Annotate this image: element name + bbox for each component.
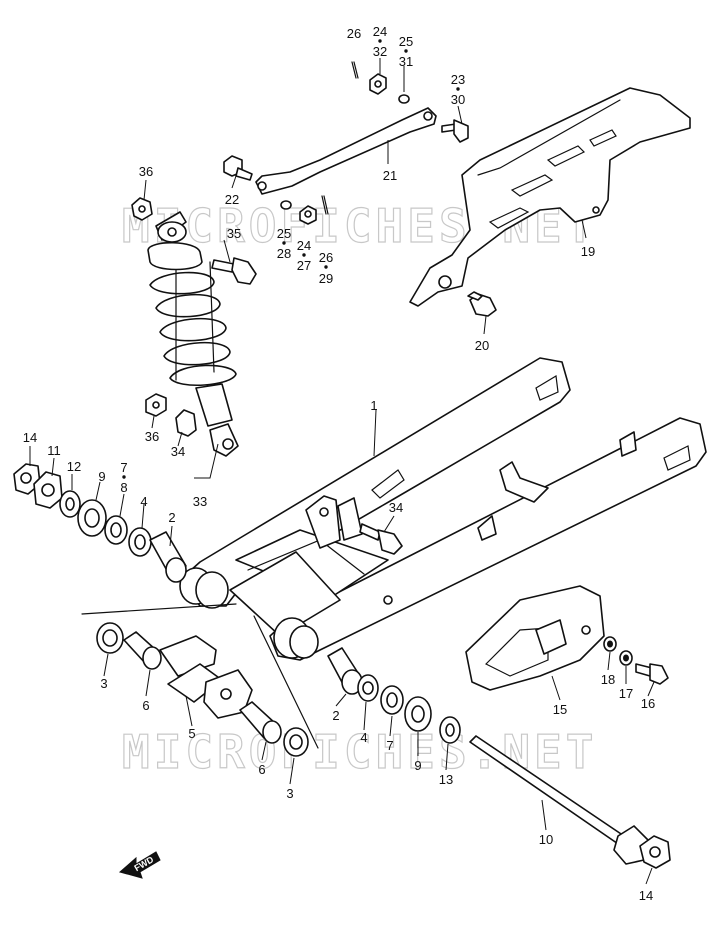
callout-2: 2 [168,510,175,525]
callout-4: 4 [360,730,367,745]
callout-36: 36 [145,429,159,444]
chain-adjuster-part-15[interactable] [465,585,605,691]
chain-case-part-19[interactable] [409,87,691,307]
callout-3: 3 [286,786,293,801]
nut-part-24-mid[interactable] [299,205,317,225]
callout-6: 6 [142,698,149,713]
bolt-part-20[interactable] [467,291,497,317]
callout-25: 25 [399,34,413,49]
bushing-part-2-left[interactable] [149,531,187,583]
leader-lines [29,58,655,885]
callout-17: 17 [619,686,633,701]
callout-21: 21 [383,168,397,183]
washer-part-25-mid[interactable] [280,200,292,210]
callout-16: 16 [641,696,655,711]
nut-part-36-top[interactable] [131,197,153,221]
callout-13: 13 [439,772,453,787]
callout-15: 15 [553,702,567,717]
callout-7: 7 [120,460,127,475]
callout-3: 3 [100,676,107,691]
callout-27: 27 [297,258,311,273]
bolt-part-34[interactable] [359,523,403,555]
callout-30: 30 [451,92,465,107]
nut-part-36-lower[interactable] [145,393,167,417]
callout-10: 10 [539,832,553,847]
callout-separator-dots [122,39,460,479]
callout-5: 5 [188,726,195,741]
bushing-part-18[interactable] [603,636,617,652]
washer-part-17[interactable] [619,650,633,666]
bolt-part-16[interactable] [635,663,669,685]
callout-24: 24 [373,24,387,39]
callout-9: 9 [98,469,105,484]
swingarm-part-1[interactable] [179,357,707,661]
cap-part-14-right[interactable] [639,835,671,869]
collar-part-6-left[interactable] [123,631,162,670]
callout-23: 23 [451,72,465,87]
callout-2: 2 [332,708,339,723]
washer-part-13[interactable] [439,716,461,744]
callout-14: 14 [639,888,653,903]
callout-4: 4 [140,494,147,509]
callout-labels: 26 24 32 25 31 23 30 21 36 22 25 28 24 2… [23,24,655,903]
callout-34: 34 [171,444,185,459]
callout-35: 35 [227,226,241,241]
callout-22: 22 [225,192,239,207]
seal-part-3-right[interactable] [283,727,309,757]
callout-1: 1 [370,398,377,413]
callout-14: 14 [23,430,37,445]
nut-part-24-top[interactable] [369,73,387,95]
callout-19: 19 [581,244,595,259]
bolt-part-35[interactable] [211,257,257,285]
callout-7: 7 [386,738,393,753]
cotter-pin-part-26-top[interactable] [351,61,359,79]
callout-28: 28 [277,246,291,261]
washer-part-25-top[interactable] [398,94,410,104]
callout-8: 8 [120,480,127,495]
washer-part-12[interactable] [59,490,81,518]
bushing-part-2-right[interactable] [327,647,363,695]
rear-shock-absorber[interactable] [147,211,239,457]
torque-link-part-21[interactable] [255,107,437,195]
callout-32: 32 [373,44,387,59]
callout-12: 12 [67,459,81,474]
collar-part-8[interactable] [104,515,128,545]
seal-part-4-right[interactable] [357,674,379,702]
bearing-part-9-right[interactable] [404,696,432,732]
callout-36: 36 [139,164,153,179]
callout-11: 11 [47,443,61,458]
callout-34: 34 [389,500,403,515]
callout-33: 33 [193,494,207,509]
collar-part-6-right[interactable] [239,701,282,744]
bearing-part-9-left[interactable] [77,499,107,537]
callout-29: 29 [319,271,333,286]
callout-24: 24 [297,238,311,253]
collar-part-7[interactable] [380,685,404,715]
callout-25: 25 [277,226,291,241]
callout-26: 26 [347,26,361,41]
callout-20: 20 [475,338,489,353]
forward-direction-arrow: FWD [118,851,161,879]
seal-part-3-left[interactable] [96,622,124,654]
callout-18: 18 [601,672,615,687]
bolt-part-22[interactable] [223,155,253,181]
spacer-part-34[interactable] [175,409,197,437]
shaft-part-5[interactable] [159,635,253,719]
bolt-part-23[interactable] [441,119,469,143]
callout-26: 26 [319,250,333,265]
seal-part-4-left[interactable] [128,527,152,557]
callout-9: 9 [414,758,421,773]
cotter-pin-part-26-mid[interactable] [321,195,329,215]
callout-6: 6 [258,762,265,777]
nut-part-11[interactable] [33,471,63,509]
callout-31: 31 [399,54,413,69]
pivot-shaft-part-10[interactable] [469,735,651,865]
